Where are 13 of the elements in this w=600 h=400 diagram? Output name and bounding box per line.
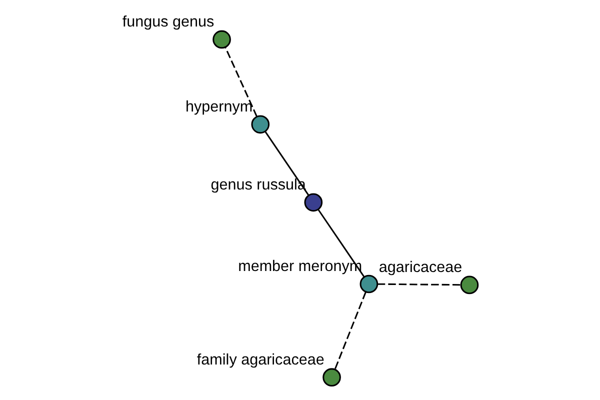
node-circle <box>304 193 322 212</box>
connector <box>334 292 366 370</box>
node-label: hypernym <box>185 98 252 116</box>
node-label: fungus genus <box>122 13 214 30</box>
node-label: agaricaceae <box>378 258 462 276</box>
node-circle <box>460 276 478 294</box>
node-circle <box>322 368 340 387</box>
connector <box>224 47 258 117</box>
node-circle <box>359 274 378 294</box>
node-circle <box>212 30 230 49</box>
connector <box>377 283 460 286</box>
node-circle <box>250 115 270 134</box>
node-label: family agaricaceae <box>196 351 324 368</box>
